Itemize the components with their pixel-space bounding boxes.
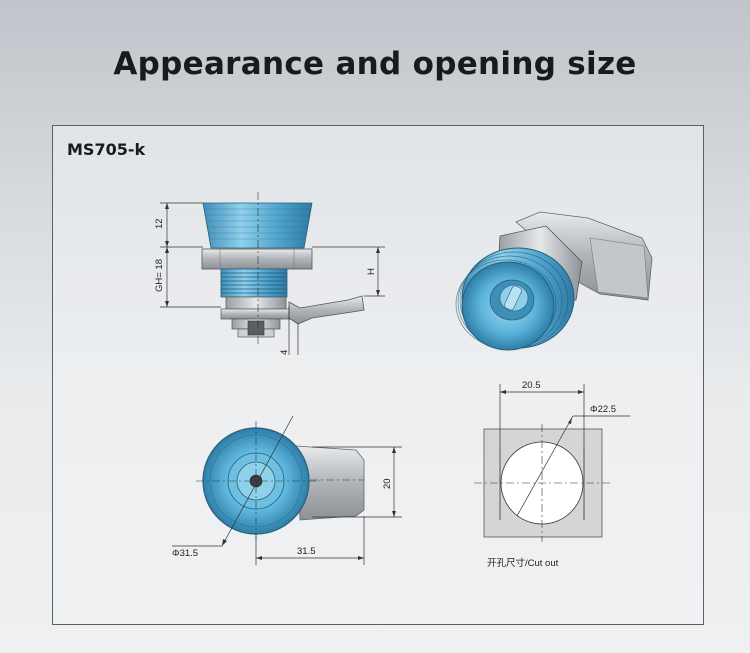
dim-top-label: 12 <box>154 218 165 229</box>
dim-gh-label: GH= 18 <box>154 259 165 292</box>
side-nut <box>201 248 313 270</box>
side-view: 12 GH= 18 H 4 <box>154 192 385 355</box>
dim-h-label: H <box>366 268 377 275</box>
cutout-view: Φ22.5 20.5 开孔尺寸/Cut out <box>474 380 630 569</box>
dim-front-height: 20 <box>382 478 393 489</box>
dim-front-width: 31.5 <box>297 546 316 557</box>
dim-cutout-width: 20.5 <box>522 380 541 391</box>
dim-cutout-diameter: Φ22.5 <box>590 404 616 415</box>
front-view: Φ31.5 20 31.5 <box>172 415 402 565</box>
cutout-caption: 开孔尺寸/Cut out <box>487 557 559 569</box>
side-thread <box>220 268 288 298</box>
dim-bottom-label: 4 <box>279 350 290 355</box>
page-title: Appearance and opening size <box>113 46 637 82</box>
side-cam-arm <box>288 295 365 325</box>
side-cap <box>202 202 313 249</box>
drawing-panel <box>52 125 704 625</box>
front-cam-arm <box>295 445 365 521</box>
dim-front-diameter: Φ31.5 <box>172 548 198 559</box>
model-number: MS705-k <box>67 140 146 159</box>
perspective-view <box>455 211 653 351</box>
